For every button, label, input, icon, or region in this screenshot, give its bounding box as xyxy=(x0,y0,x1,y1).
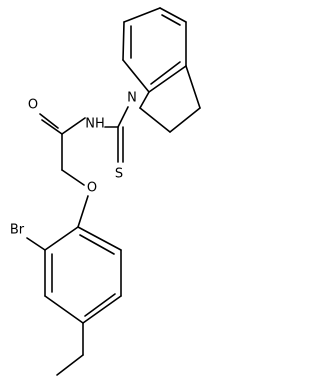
structure-diagram: O NH N S O Br xyxy=(10,7,201,376)
atom-n-indoline: N xyxy=(127,91,137,106)
aryl-ring xyxy=(44,195,122,324)
bromo-bond xyxy=(26,237,46,251)
indoline-benzene-ring xyxy=(122,7,187,93)
indoline-pyrrolidine-ring xyxy=(139,65,201,133)
atom-oxygen-carbonyl: O xyxy=(28,98,38,113)
atom-oxygen-ether: O xyxy=(87,181,97,196)
atom-bromine: Br xyxy=(10,223,25,238)
thiocarbonyl-group xyxy=(104,106,129,163)
amide-group xyxy=(39,113,86,186)
atom-sulfur: S xyxy=(115,167,123,182)
ethyl-group xyxy=(56,322,84,376)
atom-nh: NH xyxy=(85,117,105,132)
